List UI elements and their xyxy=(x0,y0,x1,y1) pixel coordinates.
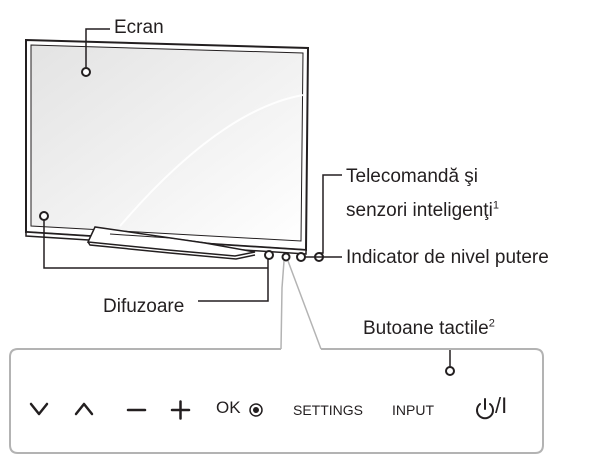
leader-lines xyxy=(43,28,451,367)
input-button[interactable]: INPUT xyxy=(392,402,434,418)
settings-button[interactable]: SETTINGS xyxy=(293,402,364,418)
tv-frame xyxy=(25,38,310,255)
remote-sensors-label-line1: Telecomandă şi xyxy=(346,166,479,187)
remote-sensors-label-line2: senzori inteligenţi1 xyxy=(346,200,499,222)
touch-buttons-dot xyxy=(281,252,291,262)
down-icon[interactable] xyxy=(29,402,49,416)
remote-sensors-label-text: senzori inteligenţi xyxy=(346,200,493,221)
power-icon[interactable] xyxy=(476,398,494,420)
touch-buttons-label: Butoane tactile2 xyxy=(363,318,495,340)
ok-button-label[interactable]: OK xyxy=(216,398,241,417)
touch-buttons-panel xyxy=(9,348,544,454)
screen-dot xyxy=(81,67,91,77)
speakers-label: Difuzoare xyxy=(103,296,185,317)
plus-icon[interactable] xyxy=(170,400,191,420)
footnote-2: 2 xyxy=(488,317,495,330)
zoom-connectors xyxy=(280,260,322,350)
power-bar-label[interactable]: /I xyxy=(495,393,508,418)
power-indicator-dot xyxy=(296,252,306,262)
touch-label-dot xyxy=(445,366,455,376)
screen-label: Ecran xyxy=(114,17,164,38)
speaker-right-dot xyxy=(264,250,274,260)
footnote-1: 1 xyxy=(492,199,499,212)
touch-buttons-label-text: Butoane tactile xyxy=(363,318,489,339)
up-icon[interactable] xyxy=(74,402,94,416)
tv-stand xyxy=(86,226,256,260)
power-indicator-label: Indicator de nivel putere xyxy=(346,247,549,268)
ok-circle-dot-icon xyxy=(249,403,263,417)
speaker-left-dot xyxy=(39,211,49,221)
